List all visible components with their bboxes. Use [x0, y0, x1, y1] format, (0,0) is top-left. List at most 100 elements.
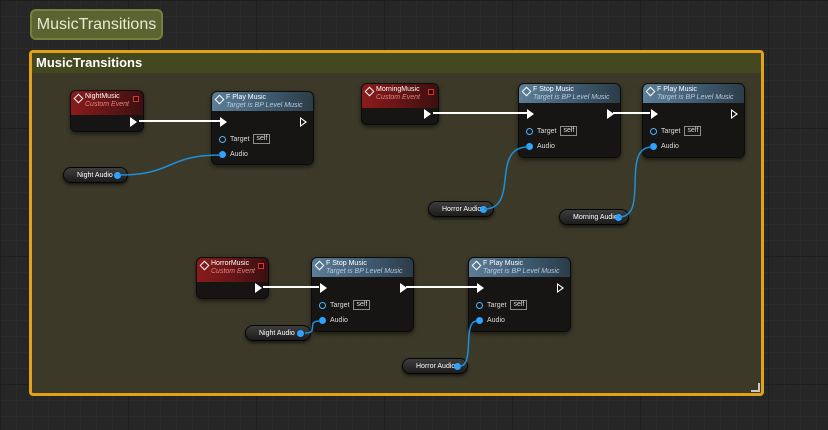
exec-in-pin[interactable] [527, 109, 534, 119]
event-title: MorningMusic [376, 86, 420, 93]
target-pin-row[interactable]: Target self [650, 126, 702, 136]
audio-label: Audio [230, 151, 248, 158]
audio-pin[interactable] [650, 143, 657, 150]
function-icon [214, 94, 225, 105]
variable-label: Night Audio [259, 329, 295, 337]
audio-pin[interactable] [319, 317, 326, 324]
exec-out-pin[interactable] [130, 117, 137, 127]
target-pin-row[interactable]: Target self [476, 300, 528, 310]
function-node-play-music[interactable]: F Play Music Target is BP Level Music Ta… [642, 83, 745, 158]
audio-pin-row[interactable]: Audio [650, 143, 679, 150]
function-subtitle: Target is BP Level Music [533, 94, 610, 101]
function-title: F Stop Music [533, 86, 574, 93]
exec-in-pin[interactable] [320, 283, 327, 293]
function-subtitle: Target is BP Level Music [657, 94, 734, 101]
function-node-play-music[interactable]: F Play Music Target is BP Level Music Ta… [211, 91, 314, 165]
function-node-play-music[interactable]: F Play Music Target is BP Level Music Ta… [468, 257, 571, 332]
variable-output-pin[interactable] [615, 214, 622, 221]
self-value: self [353, 300, 371, 310]
target-pin-row[interactable]: Target self [526, 126, 578, 136]
variable-node-night-audio[interactable]: Night Audio [245, 325, 311, 341]
target-label: Target [537, 127, 557, 135]
exec-in-pin[interactable] [220, 117, 227, 127]
audio-label: Audio [330, 317, 348, 324]
variable-output-pin[interactable] [297, 330, 304, 337]
function-icon [645, 86, 656, 97]
function-title: F Play Music [483, 260, 524, 267]
exec-out-pin[interactable] [255, 283, 262, 293]
target-pin[interactable] [526, 127, 533, 135]
variable-node-night-audio[interactable]: Night Audio [63, 167, 128, 183]
function-subtitle: Target is BP Level Music [326, 268, 403, 275]
comment-title[interactable]: MusicTransitions [32, 53, 761, 73]
audio-label: Audio [487, 317, 505, 324]
delegate-pin[interactable] [428, 89, 434, 95]
function-node-stop-music[interactable]: F Stop Music Target is BP Level Music Ta… [311, 257, 414, 332]
audio-pin-row[interactable]: Audio [219, 151, 248, 158]
function-title: F Play Music [226, 94, 267, 101]
target-pin[interactable] [650, 127, 657, 135]
function-icon [521, 86, 532, 97]
variable-label: Morning Audio [573, 213, 618, 221]
exec-in-pin[interactable] [477, 283, 484, 293]
function-node-stop-music[interactable]: F Stop Music Target is BP Level Music Ta… [518, 83, 621, 158]
delegate-pin[interactable] [133, 96, 139, 102]
resize-handle[interactable] [751, 383, 760, 392]
target-pin[interactable] [219, 135, 226, 143]
event-node-morning-music[interactable]: MorningMusic Custom Event [361, 83, 439, 125]
self-value: self [560, 126, 578, 136]
event-subtitle: Custom Event [85, 101, 129, 108]
function-icon [314, 260, 325, 271]
event-title: NightMusic [85, 93, 120, 100]
exec-out-pin[interactable] [424, 109, 431, 119]
event-subtitle: Custom Event [376, 94, 420, 101]
variable-label: Night Audio [77, 171, 113, 179]
event-icon [199, 260, 210, 271]
self-value: self [253, 134, 271, 144]
audio-label: Audio [661, 143, 679, 150]
audio-label: Audio [537, 143, 555, 150]
target-pin[interactable] [476, 301, 483, 309]
variable-label: Horror Audio [416, 362, 456, 370]
event-title: HorrorMusic [211, 260, 250, 267]
audio-pin[interactable] [219, 151, 226, 158]
self-value: self [684, 126, 702, 136]
exec-out-pin[interactable] [400, 283, 407, 293]
target-label: Target [330, 301, 350, 309]
audio-pin[interactable] [476, 317, 483, 324]
event-icon [364, 86, 375, 97]
exec-out-pin[interactable] [557, 283, 564, 293]
target-label: Target [661, 127, 681, 135]
exec-in-pin[interactable] [651, 109, 658, 119]
function-icon [471, 260, 482, 271]
target-pin[interactable] [319, 301, 326, 309]
event-node-night-music[interactable]: NightMusic Custom Event [70, 90, 144, 132]
exec-out-pin[interactable] [300, 117, 307, 127]
delegate-pin[interactable] [258, 263, 264, 269]
audio-pin-row[interactable]: Audio [526, 143, 555, 150]
event-icon [73, 93, 84, 104]
audio-pin[interactable] [526, 143, 533, 150]
audio-pin-row[interactable]: Audio [319, 317, 348, 324]
variable-node-morning-audio[interactable]: Morning Audio [559, 209, 629, 225]
comment-tab-title[interactable]: MusicTransitions [30, 9, 163, 40]
audio-pin-row[interactable]: Audio [476, 317, 505, 324]
variable-output-pin[interactable] [480, 206, 487, 213]
exec-out-pin[interactable] [731, 109, 738, 119]
variable-label: Horror Audio [442, 205, 482, 213]
target-pin-row[interactable]: Target self [319, 300, 371, 310]
exec-out-pin[interactable] [607, 109, 614, 119]
target-label: Target [230, 135, 250, 143]
self-value: self [510, 300, 528, 310]
function-subtitle: Target is BP Level Music [483, 268, 560, 275]
variable-node-horror-audio[interactable]: Horror Audio [402, 358, 468, 374]
function-title: F Play Music [657, 86, 698, 93]
function-subtitle: Target is BP Level Music [226, 102, 303, 109]
function-title: F Stop Music [326, 260, 367, 267]
variable-output-pin[interactable] [114, 172, 121, 179]
event-subtitle: Custom Event [211, 268, 255, 275]
variable-node-horror-audio[interactable]: Horror Audio [428, 201, 494, 217]
event-node-horror-music[interactable]: HorrorMusic Custom Event [196, 257, 269, 299]
variable-output-pin[interactable] [454, 363, 461, 370]
target-pin-row[interactable]: Target self [219, 134, 271, 144]
